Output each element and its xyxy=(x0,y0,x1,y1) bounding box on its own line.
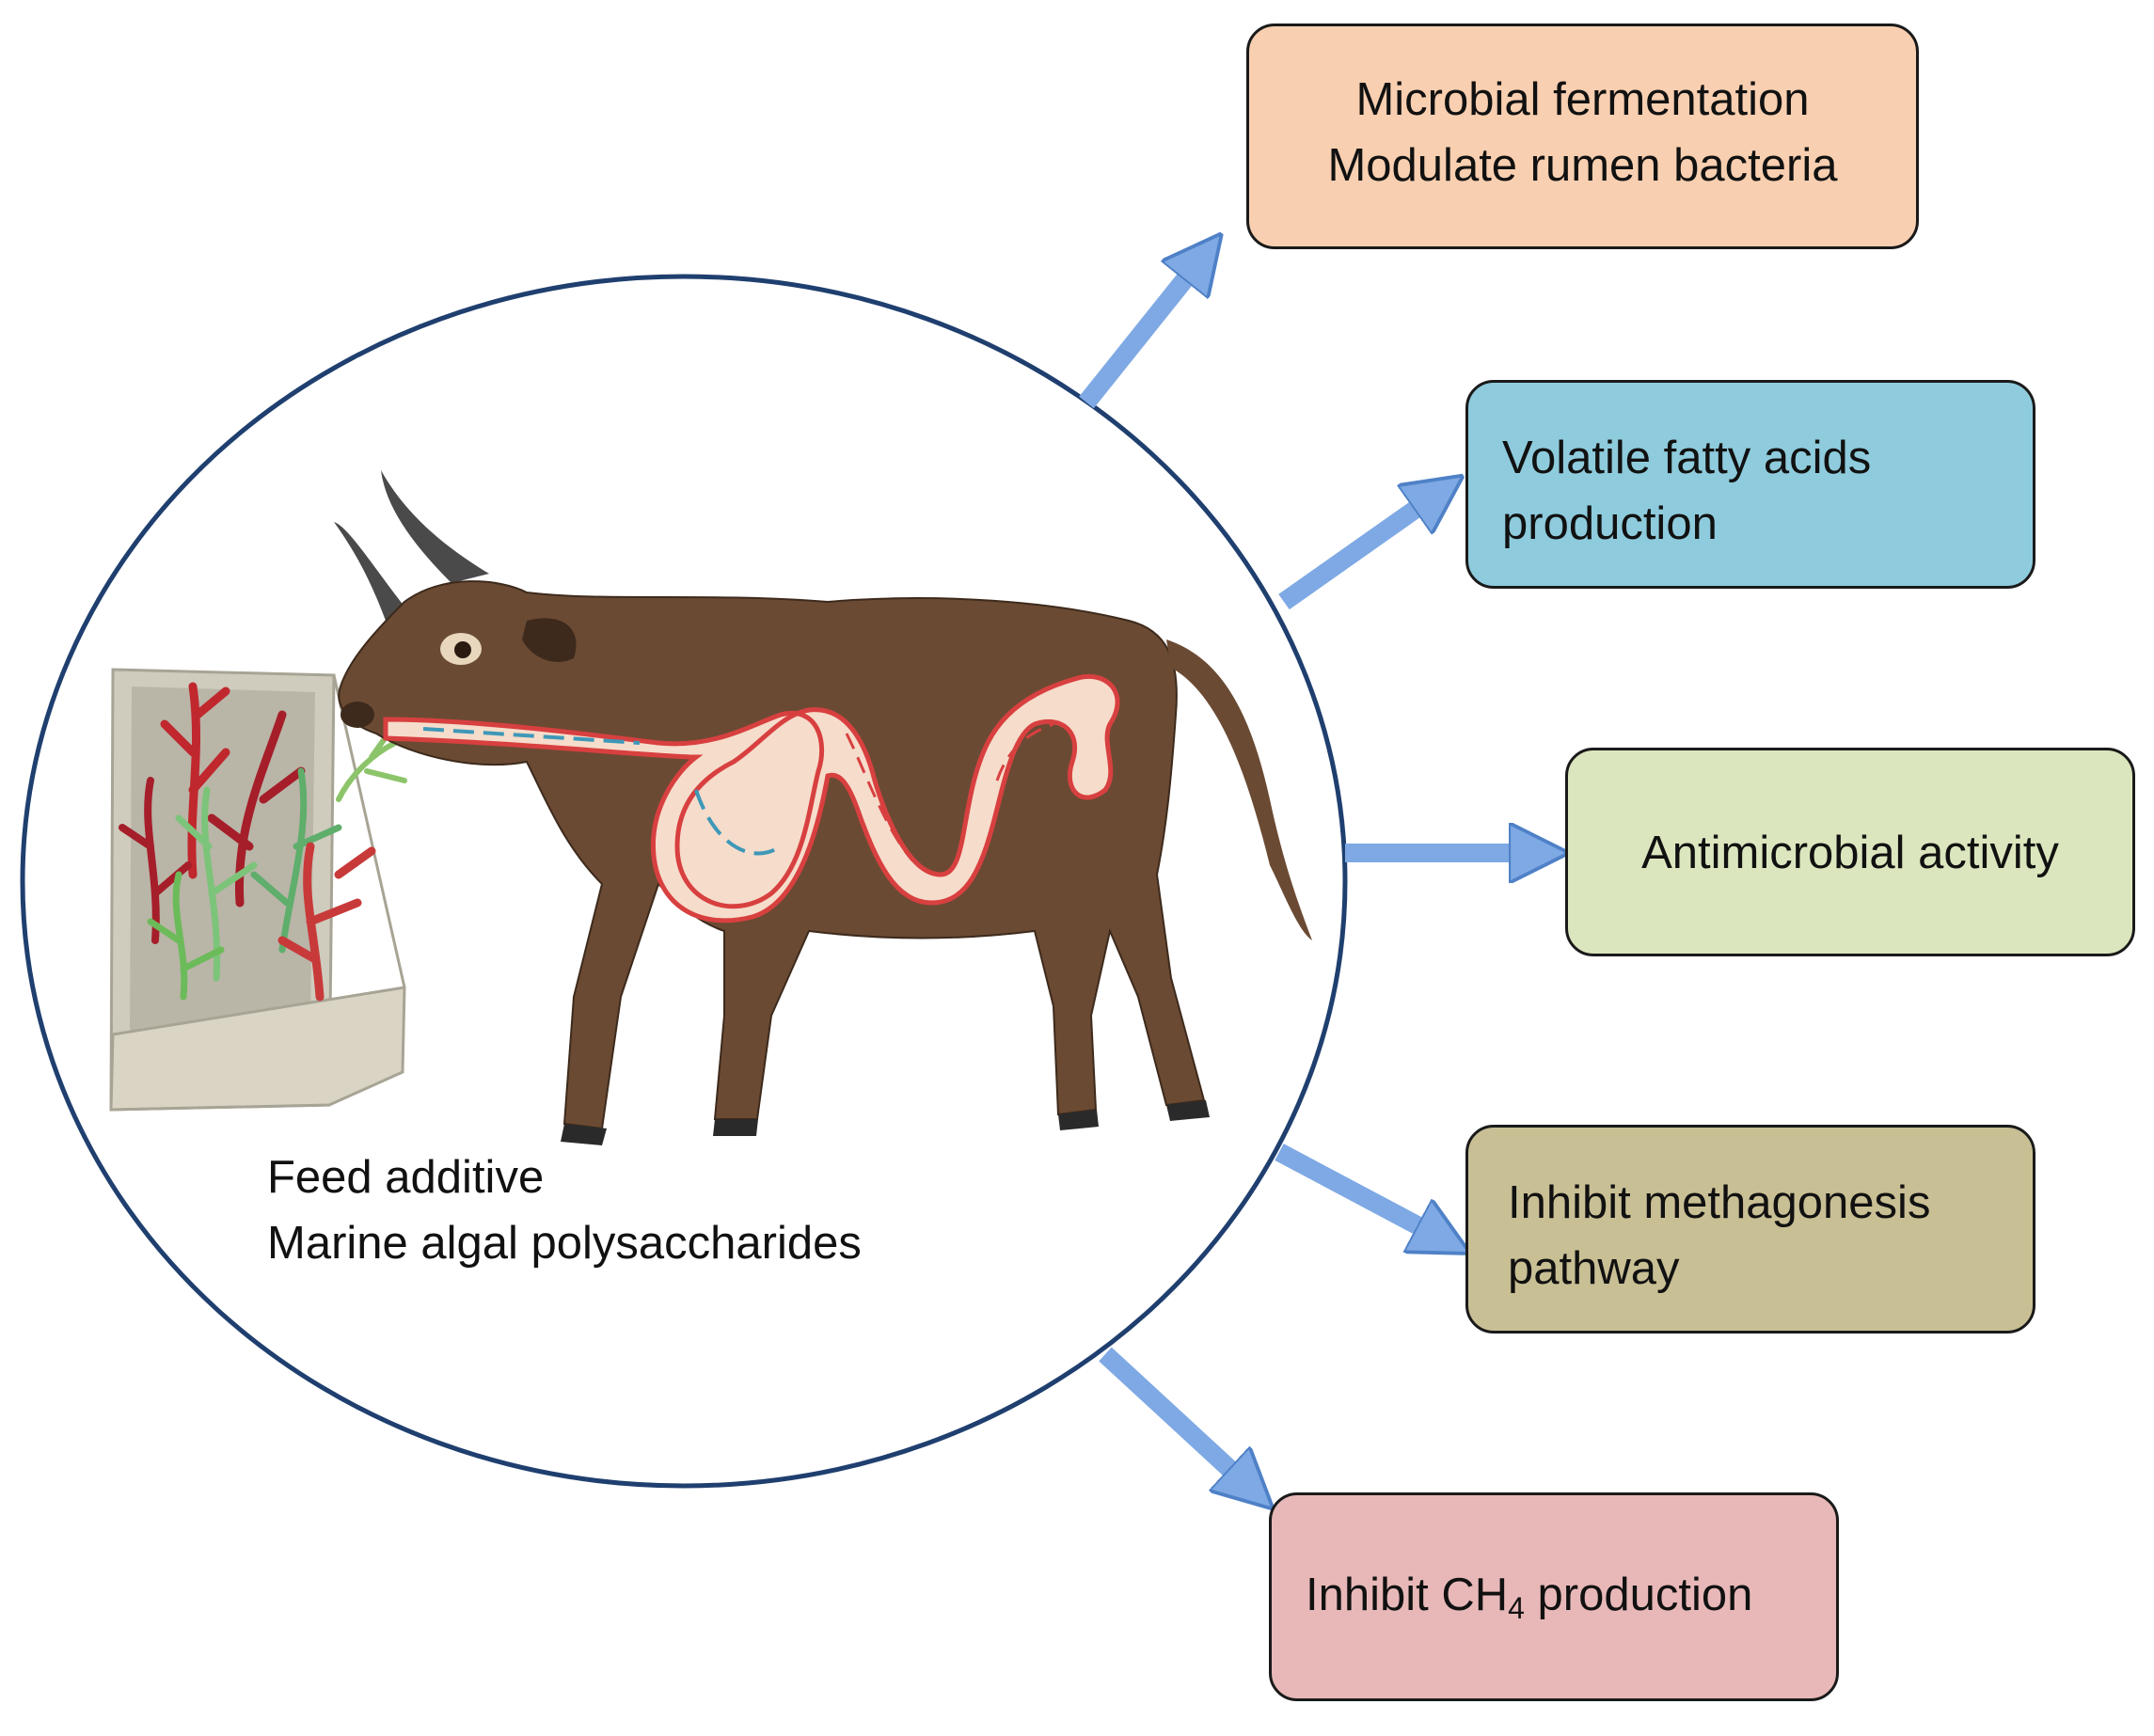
arrow-to-vfa xyxy=(1278,503,1424,610)
antimicrobial-line1: Antimicrobial activity xyxy=(1641,828,2059,878)
digestive-tract xyxy=(383,673,1120,923)
methano-line2: pathway xyxy=(1508,1242,1680,1294)
polysaccharides-text: Marine algal polysaccharides xyxy=(267,1217,862,1269)
microbial-fermentation-box: Microbial fermentation Modulate rumen ba… xyxy=(1246,24,1919,249)
ch4-prefix: Inhibit CH xyxy=(1306,1570,1509,1620)
ch4-subscript: 4 xyxy=(1508,1591,1525,1625)
methano-line1: Inhibit methagonesis xyxy=(1508,1177,1931,1228)
arrow-to-methanogenesis xyxy=(1275,1144,1428,1231)
seaweed-icon xyxy=(119,682,407,1002)
vfa-line2: production xyxy=(1502,497,1718,549)
microbial-line1: Microbial fermentation xyxy=(1355,74,1810,125)
antimicrobial-activity-box: Antimicrobial activity xyxy=(1565,748,2135,956)
microbial-line2: Modulate rumen bacteria xyxy=(1327,139,1838,191)
ch4-suffix: production xyxy=(1524,1570,1753,1620)
vfa-line1: Volatile fatty acids xyxy=(1502,433,1872,483)
ch4-line: Inhibit CH4 production xyxy=(1306,1563,1836,1629)
ch4-production-box: Inhibit CH4 production xyxy=(1269,1492,1839,1701)
feed-additive-label: Feed additive Marine algal polysaccharid… xyxy=(267,1145,862,1276)
cow-illustration xyxy=(334,470,1312,1145)
volatile-fatty-acids-box: Volatile fatty acids production xyxy=(1465,380,2035,589)
arrow-to-microbial xyxy=(1079,271,1192,409)
arrow-to-ch4 xyxy=(1099,1347,1238,1476)
methanogenesis-box: Inhibit methagonesis pathway xyxy=(1465,1125,2035,1334)
feed-additive-text: Feed additive xyxy=(267,1152,545,1203)
